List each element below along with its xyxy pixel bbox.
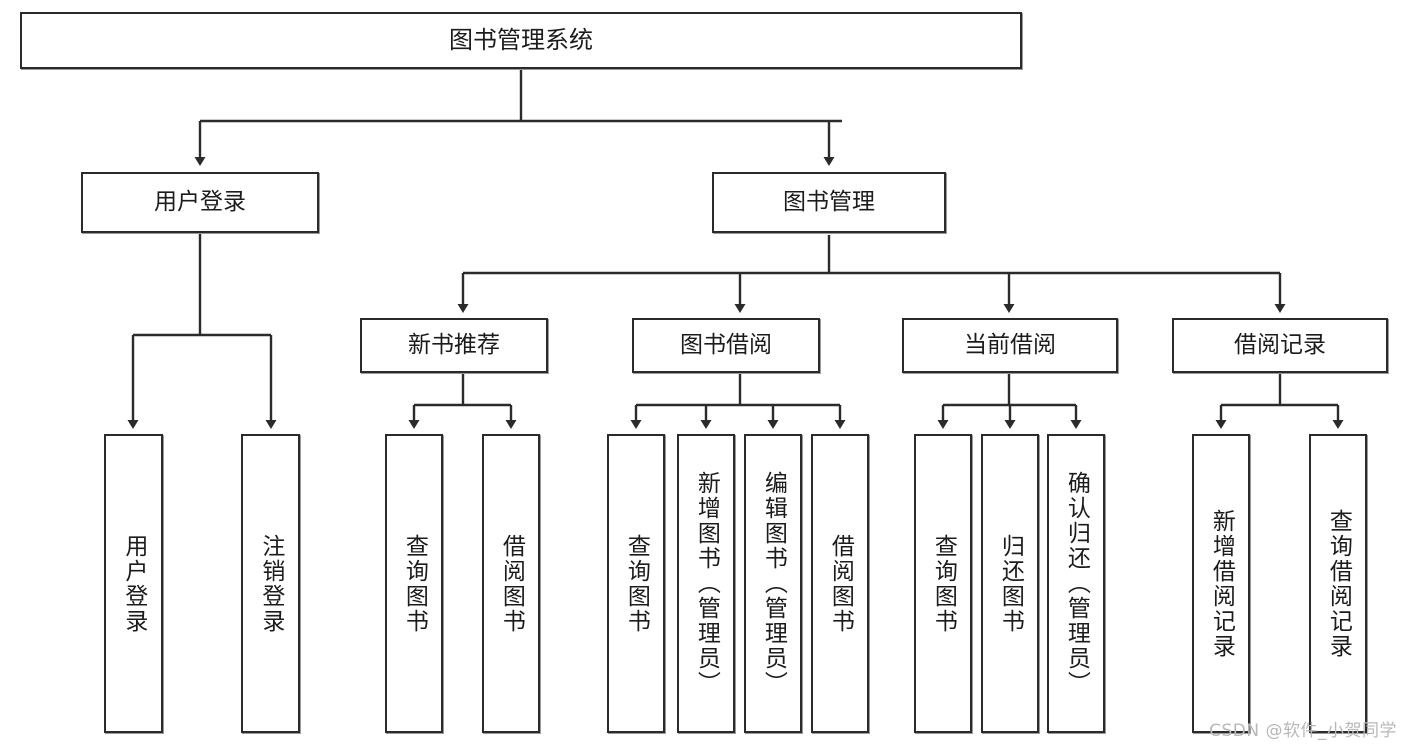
node-borrow-record[interactable]: 借阅记录 xyxy=(1172,318,1388,373)
leaf-add-borrow-record[interactable]: 新增借阅记录 xyxy=(1192,434,1250,733)
leaf-edit-book-admin[interactable]: 编辑图书（管理员） xyxy=(744,434,802,733)
node-label: 图书借阅 xyxy=(680,331,772,358)
leaf-query-borrow-record[interactable]: 查询借阅记录 xyxy=(1309,434,1367,733)
node-current-borrow[interactable]: 当前借阅 xyxy=(902,318,1118,373)
node-user-login[interactable]: 用户登录 xyxy=(81,172,319,233)
node-label: 当前借阅 xyxy=(964,331,1056,358)
leaf-logout[interactable]: 注销登录 xyxy=(241,434,300,733)
watermark-text: CSDN @软件_小贺同学 xyxy=(1209,721,1397,741)
node-label: 查询图书 xyxy=(623,533,650,634)
node-label: 借阅记录 xyxy=(1234,331,1326,358)
node-label: 新增借阅记录 xyxy=(1208,508,1235,659)
node-label: 借阅图书 xyxy=(498,533,525,634)
leaf-return-book[interactable]: 归还图书 xyxy=(981,434,1039,733)
node-label: 用户登录 xyxy=(154,188,246,215)
leaf-borrow-book[interactable]: 借阅图书 xyxy=(811,434,869,733)
node-label: 借阅图书 xyxy=(827,533,854,634)
node-label: 图书管理 xyxy=(783,188,875,215)
node-label: 新书推荐 xyxy=(408,331,500,358)
node-label: 查询图书 xyxy=(401,533,428,634)
node-label: 查询借阅记录 xyxy=(1325,508,1352,659)
leaf-confirm-return-admin[interactable]: 确认归还（管理员） xyxy=(1047,434,1105,733)
leaf-add-book-admin[interactable]: 新增图书（管理员） xyxy=(677,434,735,733)
node-new-book-recommend[interactable]: 新书推荐 xyxy=(360,318,548,373)
leaf-user-login[interactable]: 用户登录 xyxy=(104,434,163,733)
node-label: 用户登录 xyxy=(120,533,147,634)
node-label: 查询图书 xyxy=(930,533,957,634)
node-book-borrow[interactable]: 图书借阅 xyxy=(632,318,820,373)
leaf-borrow-book-recommend[interactable]: 借阅图书 xyxy=(482,434,540,733)
node-label: 确认归还（管理员） xyxy=(1063,471,1090,696)
node-label: 新增图书（管理员） xyxy=(693,471,720,696)
node-root-system[interactable]: 图书管理系统 xyxy=(20,12,1022,69)
node-label: 图书管理系统 xyxy=(449,26,593,55)
leaf-query-book-current[interactable]: 查询图书 xyxy=(914,434,972,733)
leaf-query-book-recommend[interactable]: 查询图书 xyxy=(385,434,443,733)
node-book-management[interactable]: 图书管理 xyxy=(712,172,946,233)
node-label: 编辑图书（管理员） xyxy=(760,471,787,696)
node-label: 归还图书 xyxy=(997,533,1024,634)
leaf-query-book-borrow[interactable]: 查询图书 xyxy=(607,434,665,733)
node-label: 注销登录 xyxy=(257,533,284,634)
